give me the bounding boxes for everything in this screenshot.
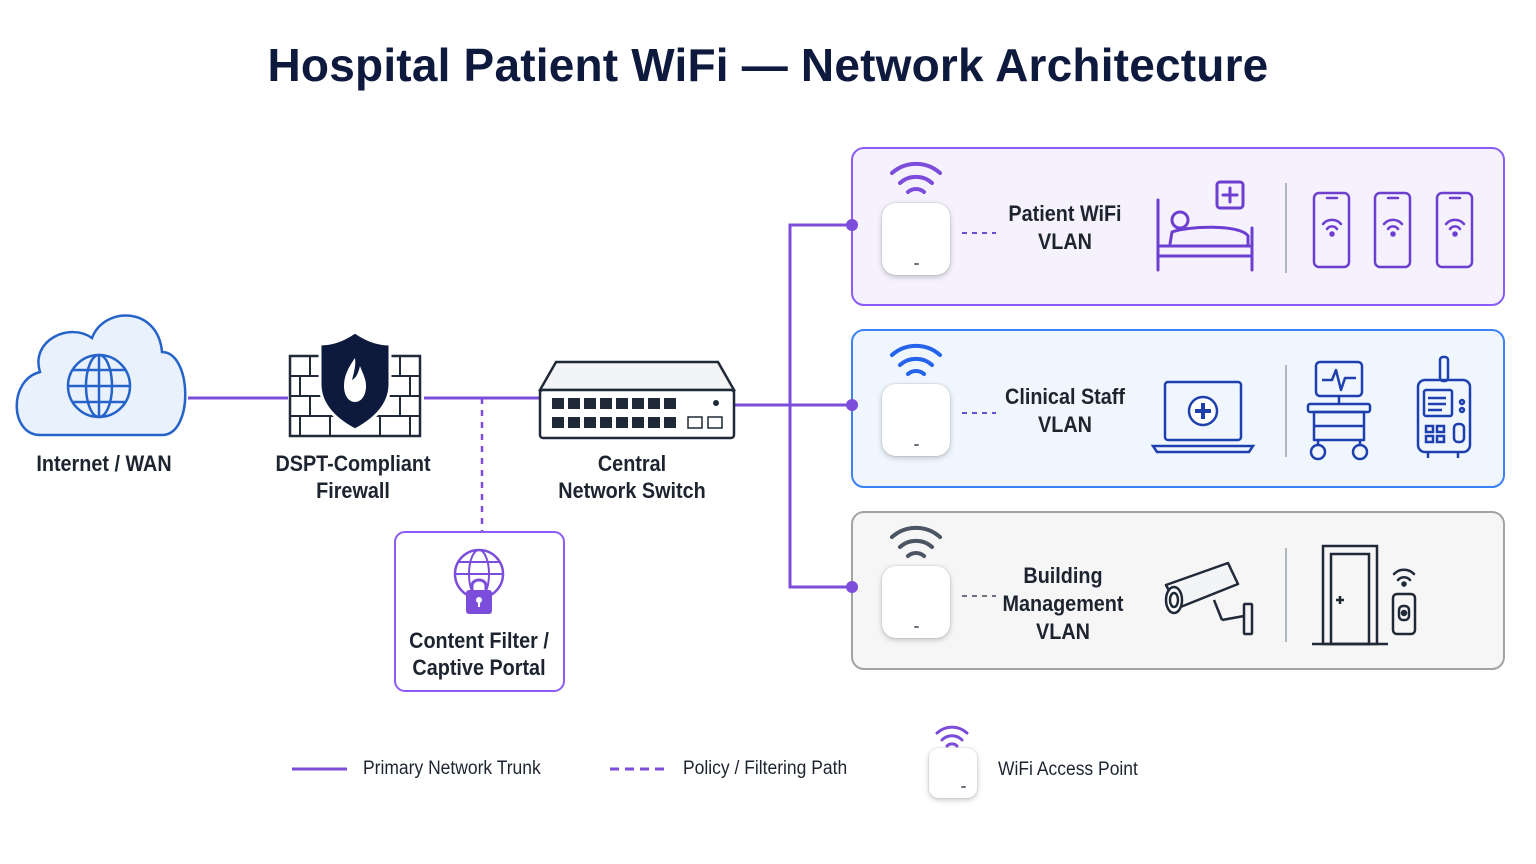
switch-label-line2: Network Switch [558, 477, 706, 503]
content-filter-label: Content Filter / Captive Portal [389, 628, 569, 682]
clinical-access-point-icon [882, 384, 950, 456]
firewall-label-line2: Firewall [316, 477, 390, 503]
patient-vlan-label-line1: Patient WiFi [1008, 201, 1122, 226]
door-icon [1312, 544, 1388, 646]
legend-ap-label: WiFi Access Point [998, 759, 1138, 780]
patient-access-point-icon [882, 203, 950, 275]
smartphone-icon [1373, 191, 1412, 269]
building-vlan-label: Building Management VLAN [991, 562, 1135, 646]
content-filter-label-line1: Content Filter / [409, 628, 549, 653]
wifi-icon [890, 161, 942, 194]
cloud-globe-icon [15, 314, 187, 437]
hospital-bed-icon [1156, 180, 1254, 272]
page-title: Hospital Patient WiFi — Network Architec… [267, 39, 1269, 91]
infusion-pump-icon [1416, 355, 1472, 458]
building-vlan-label-line3: VLAN [1036, 619, 1090, 645]
patient-vlan-label: Patient WiFi VLAN [993, 200, 1137, 256]
access-reader-icon [1391, 568, 1417, 636]
clinical-vlan-label-line2: VLAN [1038, 412, 1092, 438]
legend-policy-label: Policy / Filtering Path [683, 758, 848, 779]
building-vlan-label-line1: Building [1023, 563, 1103, 588]
wifi-icon [890, 343, 942, 376]
smartphone-icon [1312, 191, 1351, 269]
building-vlan-label-line2: Management [1002, 591, 1124, 617]
wifi-icon [890, 525, 942, 558]
firewall-shield-icon [288, 330, 422, 438]
switch-label-line1: Central [597, 451, 667, 476]
trunk-node-building [846, 581, 858, 593]
firewall-label-line1: DSPT-Compliant [275, 451, 431, 476]
switch-label: Central Network Switch [533, 451, 731, 505]
trunk-node-patient [846, 219, 858, 231]
patient-monitor-icon [1306, 360, 1372, 461]
security-camera-icon [1164, 561, 1254, 636]
building-access-point-icon [882, 566, 950, 638]
laptop-medical-icon [1150, 380, 1256, 454]
internet-label: Internet / WAN [36, 451, 172, 476]
trunk-node-clinical [846, 399, 858, 411]
clinical-vlan-label: Clinical Staff VLAN [993, 383, 1137, 439]
clinical-vlan-label-line1: Clinical Staff [1005, 384, 1125, 409]
smartphone-icon [1435, 191, 1474, 269]
wifi-icon [935, 725, 969, 748]
content-filter-label-line2: Captive Portal [412, 654, 546, 680]
globe-lock-icon [453, 548, 505, 614]
patient-vlan-label-line2: VLAN [1038, 229, 1092, 255]
legend-primary-label: Primary Network Trunk [363, 758, 541, 779]
firewall-label: DSPT-Compliant Firewall [263, 451, 443, 505]
network-switch-icon [537, 360, 737, 440]
legend-access-point-icon [929, 748, 977, 798]
